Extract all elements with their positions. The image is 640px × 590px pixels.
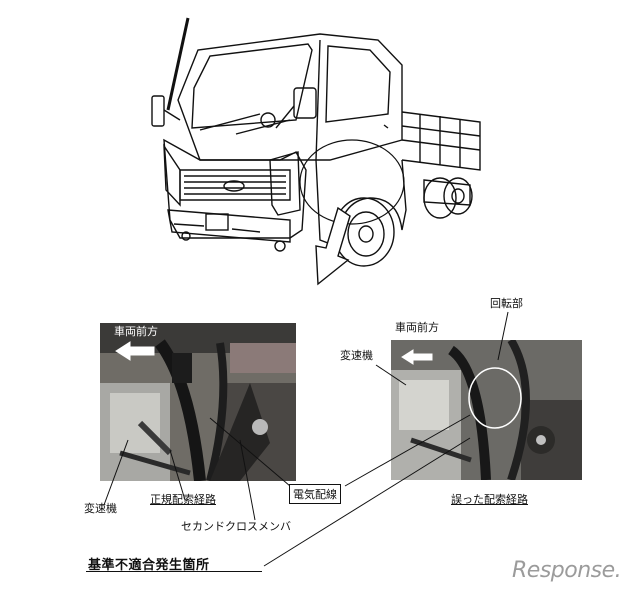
wrong-route-photo — [391, 340, 582, 480]
response-watermark-logo: Response. — [512, 558, 622, 583]
second-crossmember-label: セカンドクロスメンバ — [181, 520, 291, 533]
truck-illustration — [151, 17, 481, 286]
wrong-route-label: 誤った配索経路 — [451, 493, 528, 506]
transmission-label-left: 変速機 — [84, 502, 117, 515]
rotating-part-label: 回転部 — [490, 297, 523, 310]
correct-route-label: 正規配索経路 — [150, 493, 216, 506]
nonconformity-location-label: 基準不適合発生箇所 — [88, 558, 210, 573]
front-direction-label-right: 車両前方 — [395, 321, 439, 334]
arrow-left-icon — [115, 341, 155, 361]
electrical-wiring-callout: 電気配線 — [289, 484, 341, 504]
arrow-right-photo-icon — [401, 349, 433, 365]
nonconformity-underline — [86, 571, 262, 572]
front-direction-label-left: 車両前方 — [114, 325, 158, 338]
transmission-label-right: 変速機 — [340, 349, 373, 362]
